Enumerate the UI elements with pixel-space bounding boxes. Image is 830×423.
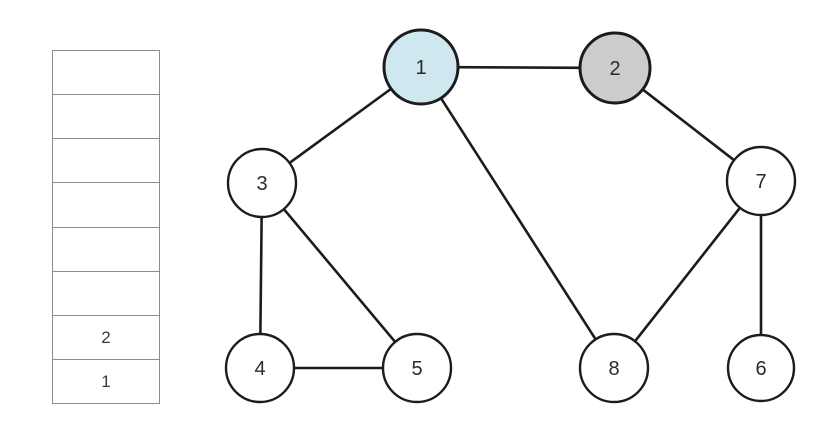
graph-node-8[interactable]: 8 xyxy=(578,332,650,404)
graph-edge-1-3 xyxy=(287,86,394,165)
graph-edge-3-5 xyxy=(281,206,398,345)
graph-edges xyxy=(259,65,763,370)
graph-node-1[interactable]: 1 xyxy=(382,28,460,106)
graph-node-4[interactable]: 4 xyxy=(224,332,296,404)
stack-cell-5 xyxy=(53,271,159,316)
graph-node-circle-6[interactable] xyxy=(726,333,796,403)
graph-edge-1-8 xyxy=(439,96,598,342)
graph-node-3[interactable]: 3 xyxy=(226,147,298,219)
stack-cell-0 xyxy=(53,51,159,96)
stack-cell-7: 1 xyxy=(53,359,159,403)
graph-node-7[interactable]: 7 xyxy=(725,145,797,217)
graph-node-6[interactable]: 6 xyxy=(726,333,796,403)
graph-edge-3-4 xyxy=(259,214,263,337)
graph-node-5[interactable]: 5 xyxy=(381,332,453,404)
graph-node-2[interactable]: 2 xyxy=(578,31,652,105)
stack-cell-6: 2 xyxy=(53,315,159,360)
stack-cell-3 xyxy=(53,183,159,228)
graph-edge-7-8 xyxy=(633,205,742,344)
stack-cell-1 xyxy=(53,95,159,140)
stack-cell-4 xyxy=(53,227,159,272)
stack-cell-2 xyxy=(53,139,159,184)
graph-node-circle-3[interactable] xyxy=(226,147,298,219)
graph-edge-2-7 xyxy=(640,87,737,163)
graph-node-circle-2[interactable] xyxy=(578,31,652,105)
graph-edge-1-2 xyxy=(455,65,583,70)
graph-node-circle-5[interactable] xyxy=(381,332,453,404)
graph-node-circle-1[interactable] xyxy=(382,28,460,106)
graph-node-circle-4[interactable] xyxy=(224,332,296,404)
graph-node-circle-8[interactable] xyxy=(578,332,650,404)
graph-node-circle-7[interactable] xyxy=(725,145,797,217)
graph-nodes: 1 2 3 4 5 6 7 8 xyxy=(224,28,797,404)
